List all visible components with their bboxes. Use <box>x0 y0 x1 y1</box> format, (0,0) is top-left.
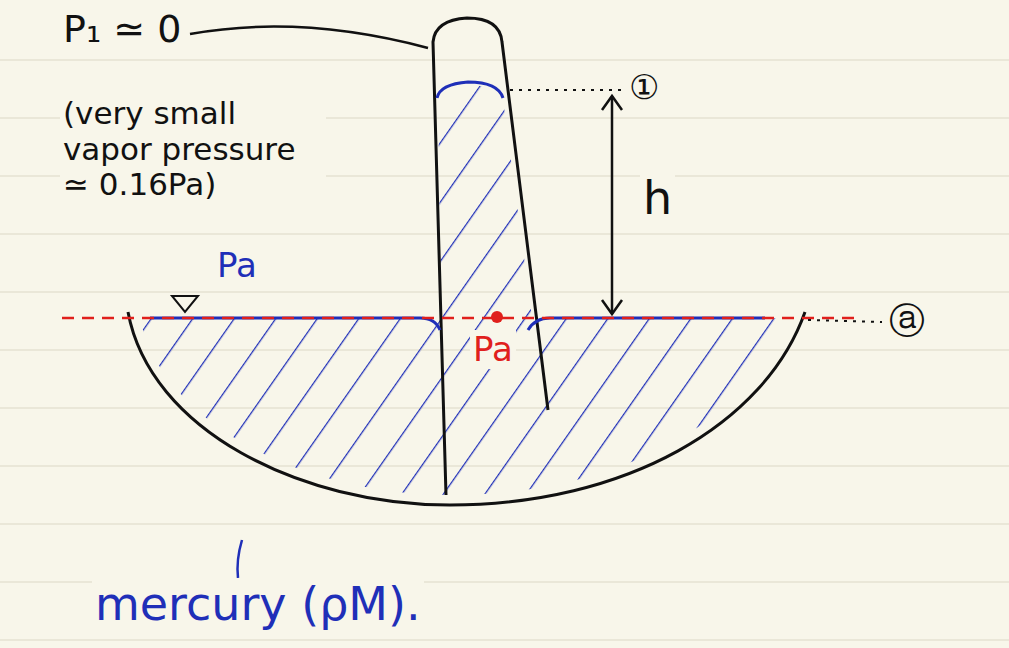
point-marker <box>491 311 503 323</box>
pressure-label: Pa <box>214 246 260 285</box>
mercury-hatch <box>140 318 790 495</box>
level-leader <box>808 320 882 322</box>
mercury-meniscus <box>437 82 503 98</box>
pressure-label: P₁ ≃ 0 <box>60 8 184 52</box>
point-number: ① <box>626 68 662 107</box>
ruled-lines <box>0 60 1009 640</box>
height-arrow <box>602 96 622 314</box>
dish <box>128 312 805 505</box>
pressure-label: Pa <box>470 330 516 369</box>
level-leader <box>510 89 622 91</box>
leader-line <box>238 540 243 578</box>
material-label: mercury (ρM). <box>92 578 424 631</box>
mercury-column-hatch <box>438 85 532 318</box>
mercury-surface <box>150 318 765 330</box>
point-label: ⓐ <box>886 300 928 341</box>
height-label: h <box>640 172 675 225</box>
datum-line <box>62 317 860 320</box>
note-text: (very small vapor pressure ≃ 0.16Pa) <box>60 96 326 203</box>
leader-line <box>190 27 428 48</box>
free-surface-symbol <box>172 296 198 312</box>
